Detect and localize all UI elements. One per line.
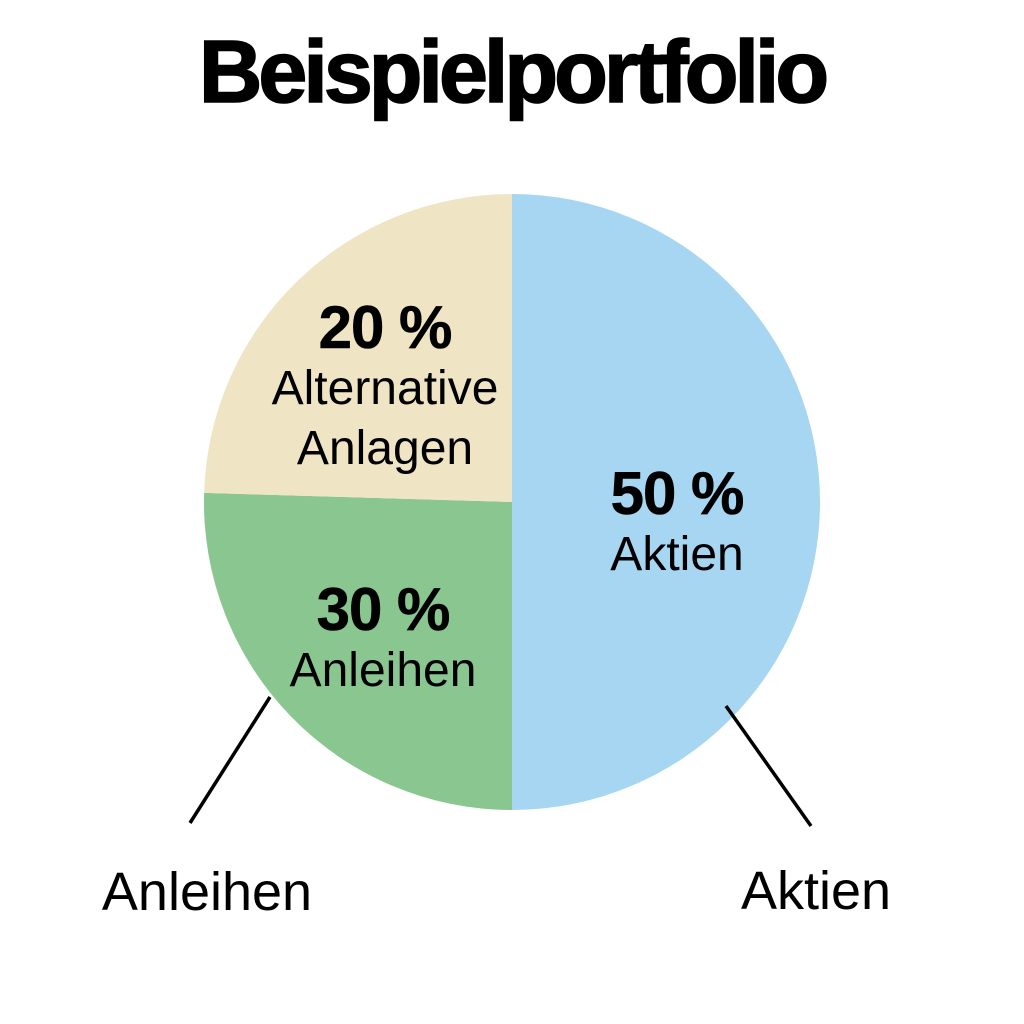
leader-line-aktien xyxy=(724,704,813,828)
chart-title: Beispielportfolio xyxy=(198,22,830,121)
pie-slice-aktien xyxy=(512,194,820,810)
slice-word-anlagen: Anlagen xyxy=(296,422,474,475)
slice-label-alternative-anlagen: 20 % Alternative Anlagen xyxy=(271,294,499,479)
slice-label-anleihen: 30 % Anleihen xyxy=(289,576,477,701)
slice-percent-aktien: 50 % xyxy=(610,460,744,527)
slice-word-alternative: Alternative xyxy=(271,362,499,415)
leader-line-anleihen xyxy=(188,696,272,824)
slice-percent-alternative-anlagen: 20 % xyxy=(318,294,452,361)
slice-percent-anleihen: 30 % xyxy=(316,576,450,643)
slice-word-aktien: Aktien xyxy=(610,528,744,581)
pie-slice-anleihen xyxy=(203,492,512,811)
callout-label-aktien: Aktien xyxy=(740,861,892,921)
slice-label-aktien: 50 % Aktien xyxy=(610,460,744,585)
pie-slice-alternative-anlagen xyxy=(204,193,512,502)
slice-word-anleihen: Anleihen xyxy=(289,644,477,697)
callout-label-anleihen: Anleihen xyxy=(101,862,313,922)
